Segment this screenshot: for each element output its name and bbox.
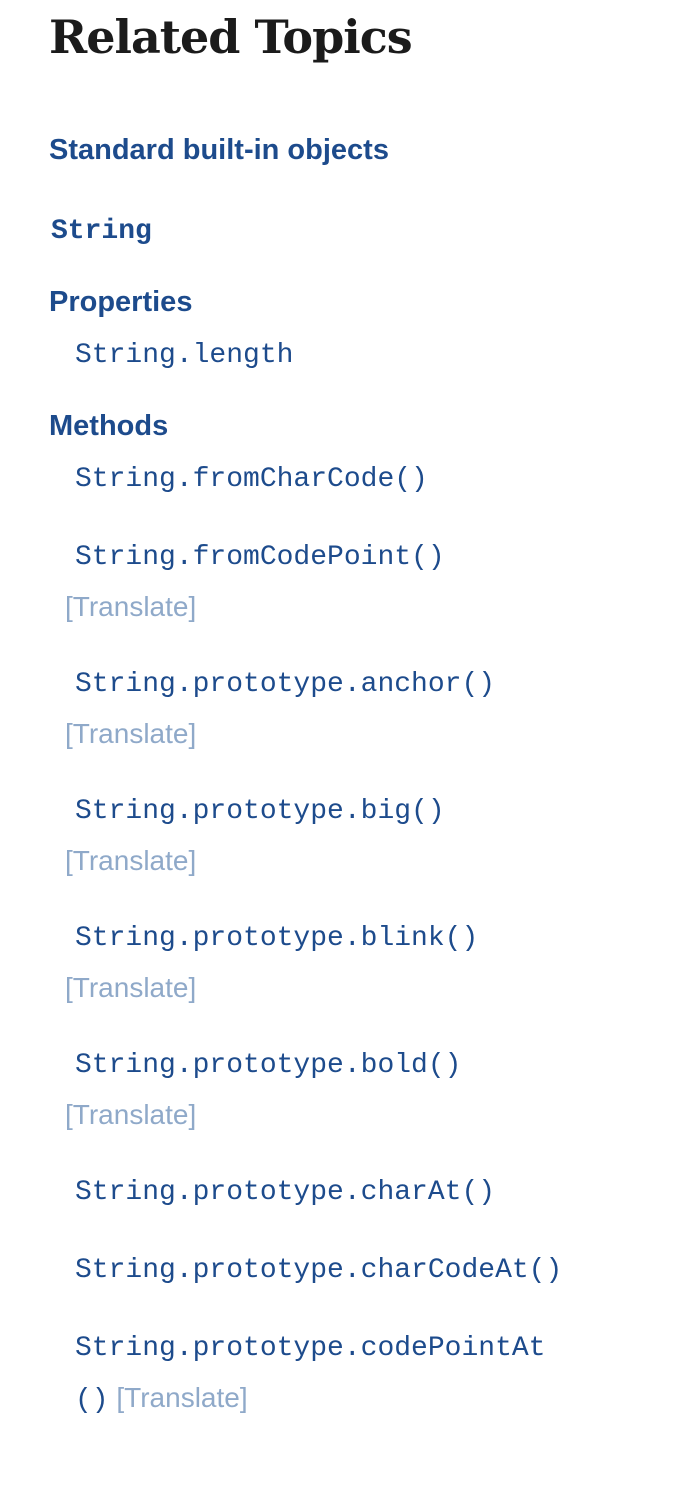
code-link[interactable]: String.prototype.charAt() [75,1177,496,1208]
list-item: String.fromCharCode() [49,452,575,504]
translate-link[interactable]: [Translate] [65,972,197,1003]
list-item: String.prototype.big() [Translate] [49,784,575,885]
list-item: String.prototype.blink() [Translate] [49,911,575,1012]
section-heading: Methods [49,406,575,446]
section-heading-link[interactable]: Methods [49,410,169,442]
section-heading: Properties [49,282,575,322]
section-heading: Standard built-in objects [49,130,575,170]
list-item: String.prototype.charAt() [49,1165,575,1217]
list-item: String.prototype.bold() [Translate] [49,1038,575,1139]
code-link[interactable]: String.length [75,340,294,371]
code-link[interactable]: String [51,216,152,247]
code-link[interactable]: String.prototype.codePointAt() [75,1333,546,1416]
sidebar-section: Properties String.length [49,282,575,380]
section-heading-link[interactable]: Properties [49,286,193,318]
list-item: String.prototype.charCodeAt() [49,1243,575,1295]
code-link[interactable]: String.prototype.bold() [75,1050,462,1081]
list-item: String.prototype.codePointAt() [Translat… [49,1321,575,1425]
section-heading-link[interactable]: Standard built-in objects [49,134,389,166]
code-link[interactable]: String.prototype.anchor() [75,669,496,700]
code-link[interactable]: String.fromCharCode() [75,464,428,495]
translate-link[interactable]: [Translate] [116,1382,248,1413]
translate-link[interactable]: [Translate] [65,1099,197,1130]
code-link[interactable]: String.prototype.big() [75,796,445,827]
code-link[interactable]: String.fromCodePoint() [75,542,445,573]
list-item: String.length [49,328,575,380]
code-link[interactable]: String.prototype.charCodeAt() [75,1255,563,1286]
sidebar-title: Related Topics [49,10,413,64]
translate-link[interactable]: [Translate] [65,845,197,876]
sidebar-section: Methods String.fromCharCode() String.fro… [49,406,575,1425]
section-list: String.fromCharCode() String.fromCodePoi… [49,452,575,1425]
translate-link[interactable]: [Translate] [65,718,197,749]
list-item: String.prototype.anchor() [Translate] [49,657,575,758]
list-item: String [49,204,575,256]
translate-link[interactable]: [Translate] [65,591,197,622]
section-list: String.length [49,328,575,380]
section-list: String [49,204,575,256]
sections-host: Standard built-in objects String Propert… [49,130,575,1425]
list-item: String.fromCodePoint() [Translate] [49,530,575,631]
code-link[interactable]: String.prototype.blink() [75,923,479,954]
sidebar-section: Standard built-in objects String [49,130,575,256]
